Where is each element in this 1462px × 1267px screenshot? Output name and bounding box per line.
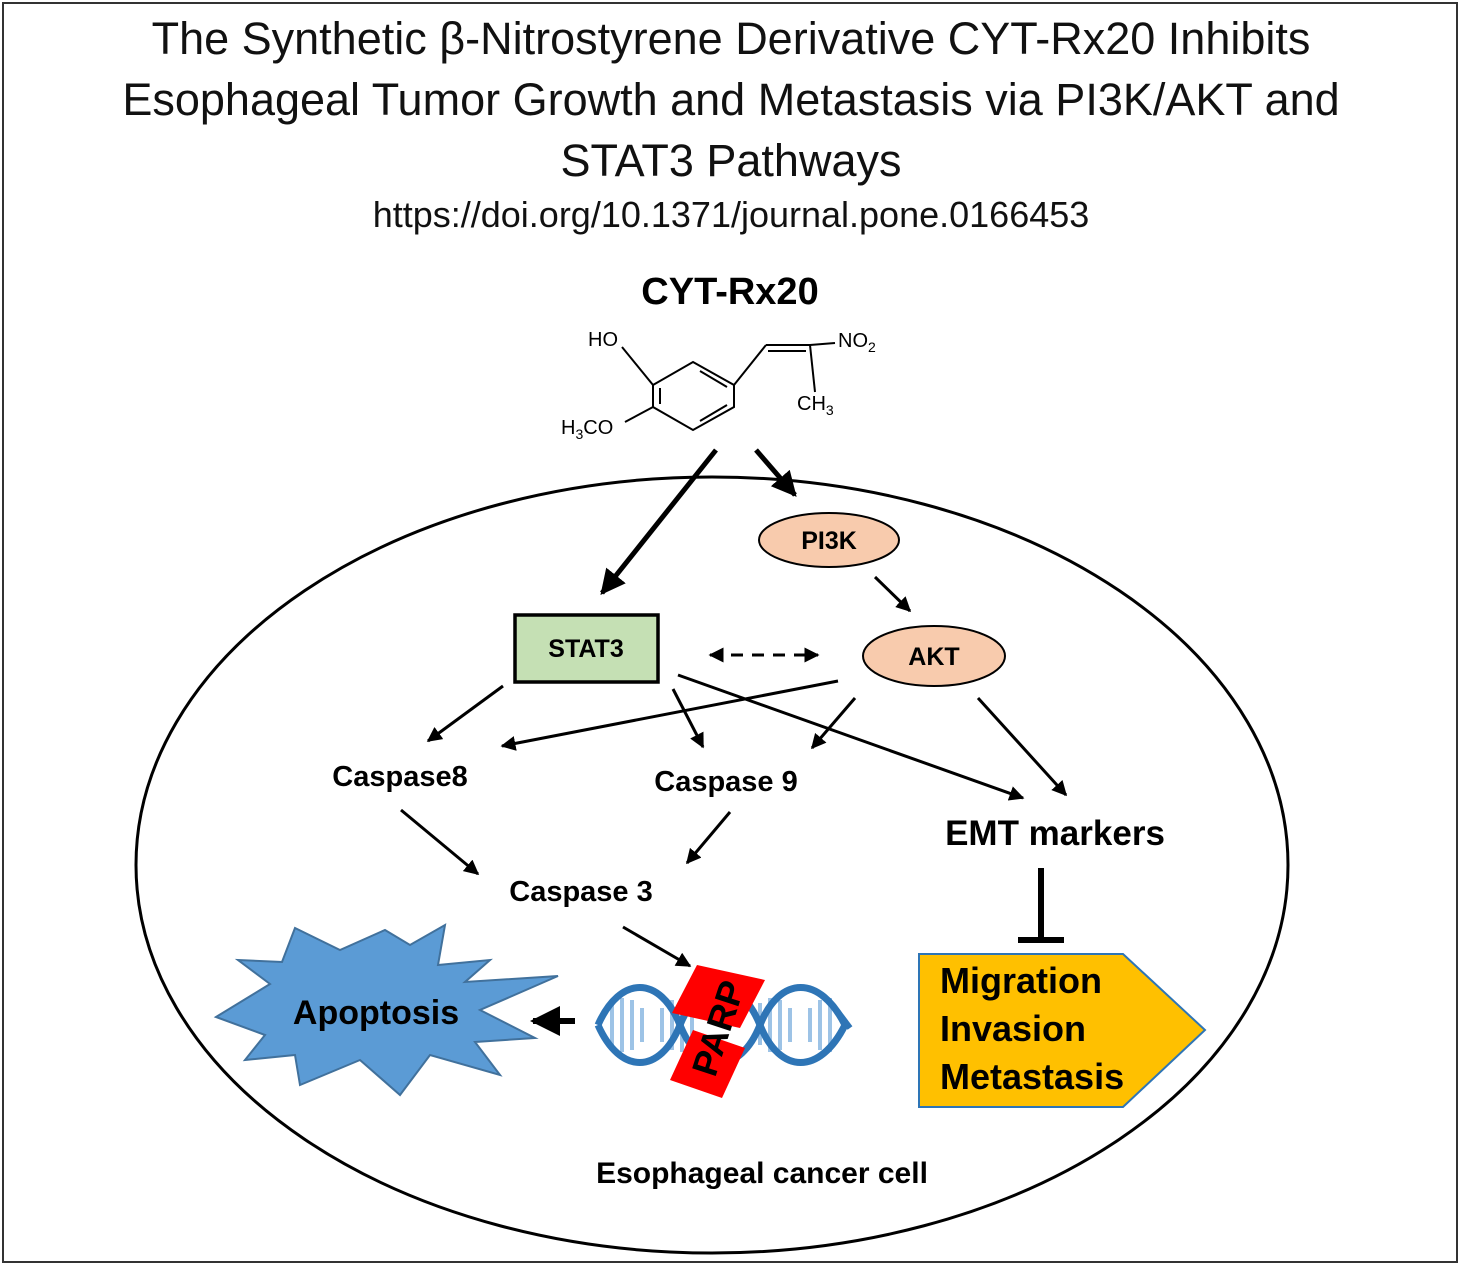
title-line-1: The Synthetic β-Nitrostyrene Derivative … [151,13,1311,64]
apoptosis-burst [213,923,559,1097]
pi3k-node [758,512,900,568]
stat3-node [513,613,660,684]
chemical-structure [621,342,836,432]
outcome-migration: Migration [940,960,1102,1001]
nitro-label: NO2 [838,330,876,355]
arrow-caspase3-to-parp [622,925,692,968]
arrow-caspase9-to-caspase3 [685,811,732,865]
stat3-label: STAT3 [548,635,623,663]
arrow-stat3-to-emt [677,673,1025,801]
outcome-invasion: Invasion [940,1008,1086,1049]
arrow-stat3-to-caspase8 [426,684,504,743]
arrow-stat3-to-caspase9 [671,688,705,749]
outcome-pentagon [918,953,1207,1108]
akt-label: AKT [908,643,959,671]
caspase9-label: Caspase 9 [654,766,798,798]
compound-name: CYT-Rx20 [641,271,818,313]
caspase3-label: Caspase 3 [509,876,653,908]
title-block: The Synthetic β-Nitrostyrene Derivative … [0,8,1462,237]
arrow-compound-to-pi3k [754,448,797,497]
title-line-3: STAT3 Pathways [560,135,902,186]
cell-label: Esophageal cancer cell [596,1157,928,1190]
methyl-label: CH3 [797,393,834,418]
arrow-pi3k-to-akt [873,575,912,613]
caspase8-label: Caspase8 [332,761,467,793]
arrow-akt-to-caspase8 [500,679,839,751]
title-line-2: Esophageal Tumor Growth and Metastasis v… [122,74,1340,125]
cell-membrane [134,475,1290,1255]
methoxy-label: H3CO [561,417,613,442]
hydroxyl-label: HO [588,329,618,351]
apoptosis-label: Apoptosis [293,994,459,1032]
arrow-caspase8-to-caspase3 [400,808,480,876]
outcome-metastasis: Metastasis [940,1056,1124,1097]
arrow-akt-to-caspase9 [810,697,857,750]
pi3k-label: PI3K [801,527,857,555]
arrow-compound-to-stat3 [600,448,718,595]
arrow-akt-to-emt [976,696,1068,797]
doi-link[interactable]: https://doi.org/10.1371/journal.pone.016… [372,194,1090,235]
emt-markers-label: EMT markers [945,814,1165,853]
akt-node [862,625,1006,687]
